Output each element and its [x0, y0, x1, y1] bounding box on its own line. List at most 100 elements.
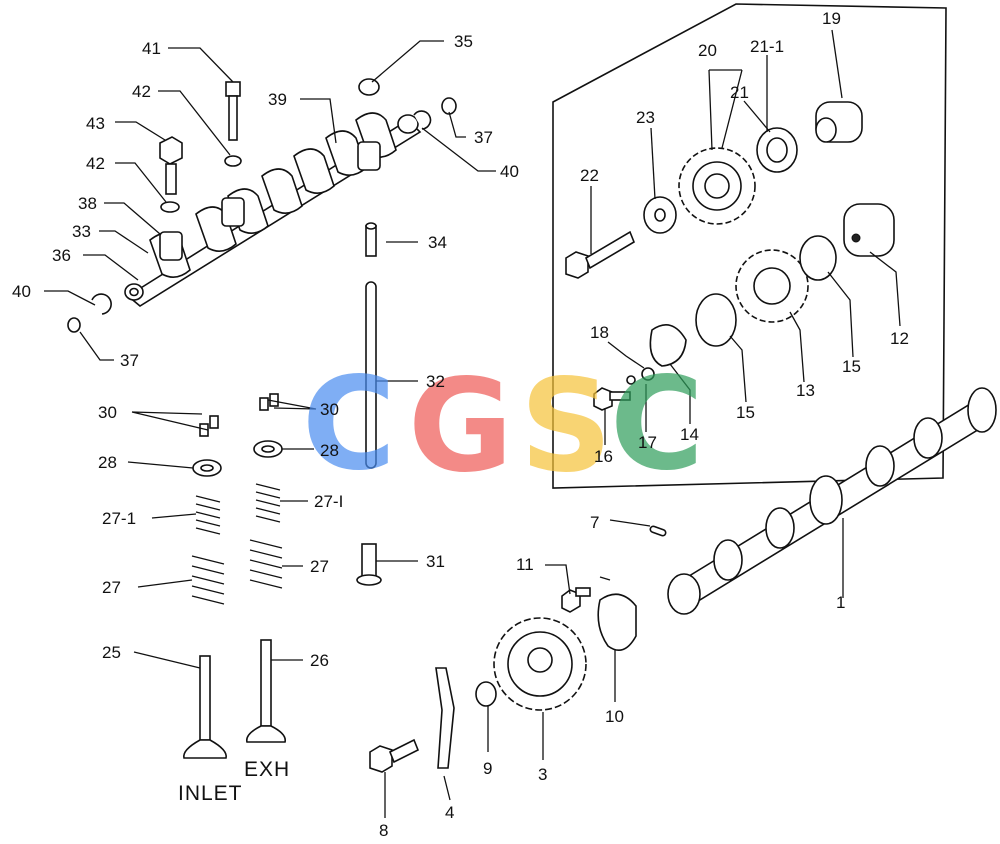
label-15-right: 15 [842, 357, 861, 376]
outer-spring-27-right [249, 539, 283, 589]
label-21-1: 21-1 [750, 37, 784, 56]
spring-retainer-28-right [253, 440, 283, 458]
label-8: 8 [379, 821, 388, 840]
label-19: 19 [822, 9, 841, 28]
label-11: 11 [516, 555, 534, 574]
label-22: 22 [580, 166, 599, 185]
label-37-left: 37 [120, 351, 139, 370]
label-14: 14 [680, 425, 699, 444]
label-3: 3 [538, 765, 547, 784]
label-41: 41 [142, 39, 161, 58]
spring-retainer-28-left [192, 459, 222, 477]
gear-13 [735, 249, 809, 323]
label-31: 31 [426, 552, 445, 571]
label-21: 21 [730, 83, 749, 102]
rocker-bolt-41 [225, 81, 241, 141]
washer-42-upper [224, 155, 242, 167]
valve-keepers-30-right [259, 393, 279, 411]
caption-inlet: INLET [178, 782, 243, 805]
snap-ring-40-right [413, 110, 432, 130]
washer-23 [643, 196, 677, 234]
label-28-right: 28 [320, 441, 339, 460]
bolt-22 [565, 230, 635, 279]
label-13: 13 [796, 381, 815, 400]
label-39: 39 [268, 90, 287, 109]
camshaft-1 [667, 387, 997, 615]
label-42-lower: 42 [86, 154, 105, 173]
valve-keepers-30-left [199, 415, 219, 437]
label-38: 38 [78, 194, 97, 213]
camshaft-gear-3 [493, 617, 587, 711]
shaft-19 [815, 101, 863, 143]
gear-train-inset-frame [552, 3, 947, 489]
adjust-screw-34 [365, 222, 377, 257]
label-26: 26 [310, 651, 329, 670]
thrust-plate-4 [435, 667, 455, 769]
inner-spring-27-1-left [195, 495, 221, 535]
exhaust-valve-26 [245, 639, 287, 743]
label-30-right: 30 [320, 400, 339, 419]
gear-20 [678, 147, 756, 225]
label-35: 35 [454, 32, 473, 51]
label-42-upper: 42 [132, 82, 151, 101]
inner-spring-27-1-right [255, 483, 281, 523]
label-40-left: 40 [12, 282, 31, 301]
label-27-1-left: 27-1 [102, 509, 136, 528]
label-1: 1 [836, 593, 845, 612]
shim-15-right [799, 235, 837, 281]
label-27-right: 27 [310, 557, 329, 576]
bolt-11 [561, 587, 591, 613]
nut-35 [358, 78, 380, 96]
plug-37-right [441, 97, 457, 115]
label-43: 43 [86, 114, 105, 133]
ring-18 [641, 367, 655, 381]
shim-15-left [695, 293, 737, 347]
outer-spring-27-left [191, 555, 225, 605]
thrust-plate-14 [649, 324, 687, 367]
leader-lines [44, 29, 901, 818]
tappet-31 [356, 543, 382, 586]
bearing-21 [756, 127, 798, 173]
label-27-1-right: 27-I [314, 492, 343, 511]
label-9: 9 [483, 759, 492, 778]
washer-42-lower [160, 201, 180, 213]
watermark-letter-s: S [520, 352, 612, 501]
label-16: 16 [594, 447, 613, 466]
label-17: 17 [638, 433, 657, 452]
bolt-43 [159, 136, 183, 195]
washer-17 [626, 375, 636, 385]
key-7 [649, 525, 667, 537]
rocker-shaft-assembly [124, 112, 422, 307]
watermark-letter-c2: C [610, 350, 704, 499]
label-12: 12 [890, 329, 909, 348]
label-32: 32 [426, 372, 445, 391]
bolt-8 [369, 738, 420, 773]
cgsc-watermark: C G S C [302, 350, 704, 501]
caption-exhaust: EXH [244, 758, 290, 781]
watermark-letter-c1: C [302, 350, 396, 499]
label-23: 23 [636, 108, 655, 127]
idler-shaft-12 [843, 203, 895, 257]
label-36: 36 [52, 246, 71, 265]
label-33: 33 [72, 222, 91, 241]
label-4: 4 [445, 803, 454, 822]
label-37-right: 37 [474, 128, 493, 147]
snap-ring-40-left [91, 293, 112, 315]
label-15-left: 15 [736, 403, 755, 422]
washer-9 [475, 681, 497, 707]
label-28-left: 28 [98, 453, 117, 472]
label-7: 7 [590, 513, 599, 532]
gasket-10 [597, 593, 637, 652]
inlet-valve-25 [183, 655, 227, 759]
label-27-left: 27 [102, 578, 121, 597]
label-30-left: 30 [98, 403, 117, 422]
part-labels: 41 42 43 42 38 33 36 40 37 39 35 37 40 3… [12, 9, 909, 840]
label-25: 25 [102, 643, 121, 662]
push-rod-32 [365, 281, 377, 469]
label-40-right: 40 [500, 162, 519, 181]
label-20: 20 [698, 41, 717, 60]
plug-37-left [67, 317, 81, 333]
label-10: 10 [605, 707, 624, 726]
label-34: 34 [428, 233, 447, 252]
